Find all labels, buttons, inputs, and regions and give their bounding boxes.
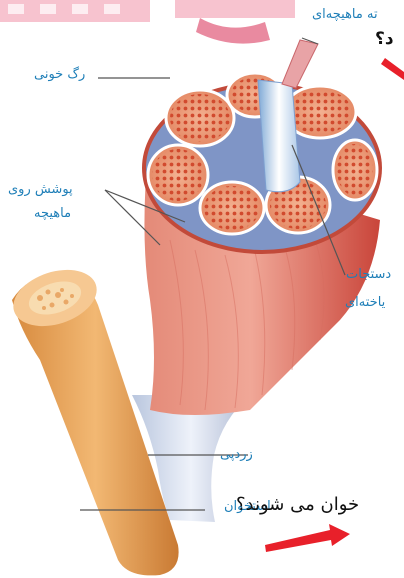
label-epimysium-line1: پوشش روی <box>8 183 73 198</box>
label-connective-line1: دستجات <box>346 268 391 283</box>
myofibril-strand <box>282 40 318 88</box>
label-question-top: د؟ <box>375 30 394 50</box>
overlay-question-text: خوان می شوند؟ <box>236 495 359 516</box>
label-muscle-fiber: ته ماهیچه‌ای <box>312 8 378 23</box>
label-connective-line2: یاخته‌ای <box>345 296 385 311</box>
label-tendon: زردپی <box>220 448 253 463</box>
watermark-shape <box>0 0 295 44</box>
label-epimysium-line2: ماهیچه <box>34 207 71 222</box>
label-blood-vessel: رگ خونی <box>34 68 85 83</box>
